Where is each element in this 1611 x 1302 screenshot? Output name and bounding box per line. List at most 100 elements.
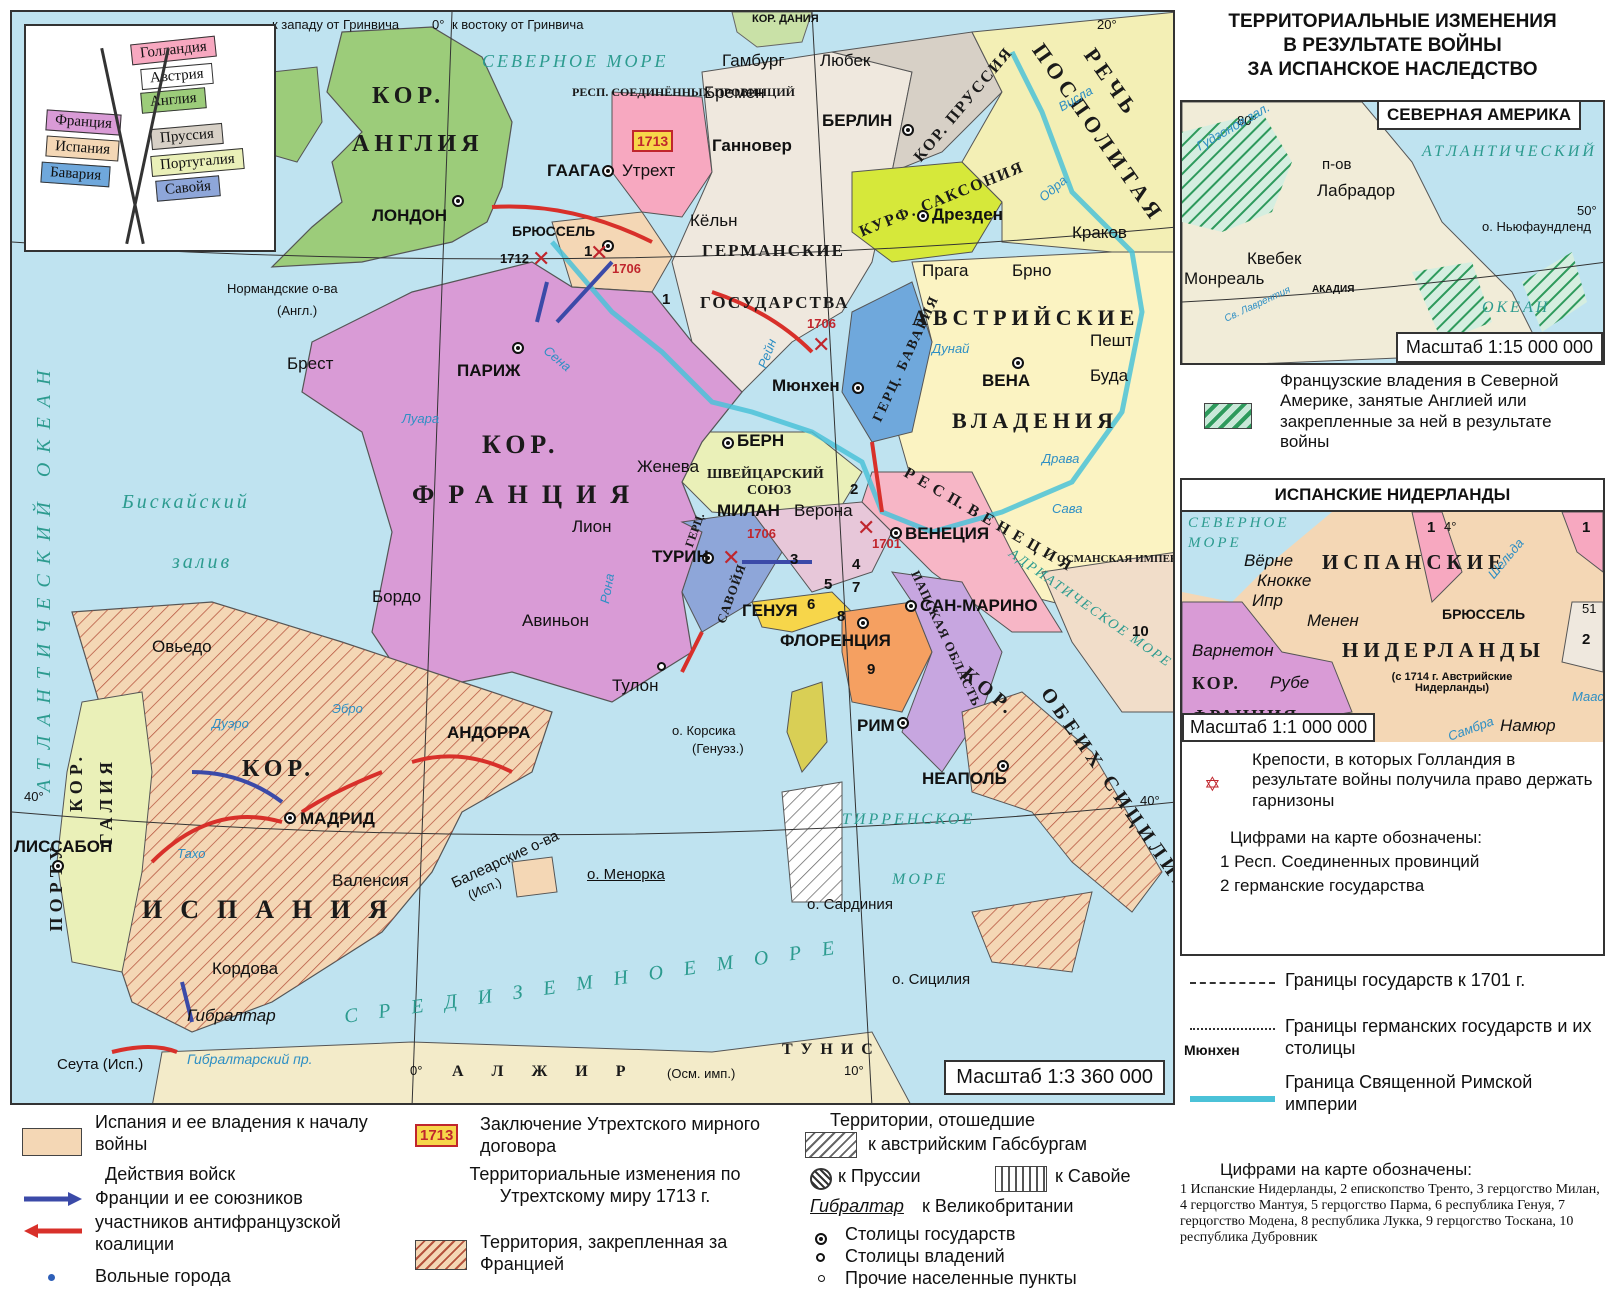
legend-savoy-swatch bbox=[995, 1166, 1047, 1192]
city-ceuta: Сеута (Исп.) bbox=[57, 1056, 144, 1073]
city-milan: МИЛАН bbox=[717, 501, 780, 520]
na-newfoundland: о. Ньюфаундленд bbox=[1482, 219, 1591, 234]
label-vladeniya: ВЛАДЕНИЯ bbox=[952, 408, 1119, 433]
line-legends: Границы государств к 1701 г. Границы гер… bbox=[1180, 960, 1605, 1114]
legend-france-territory: Территория, закрепленная за Францией bbox=[480, 1232, 728, 1274]
label-gosudarstva: ГОСУДАРСТВА bbox=[700, 293, 850, 312]
legend-gibraltar: Гибралтар bbox=[810, 1196, 904, 1216]
nl-num-1b: 1 bbox=[1582, 519, 1591, 536]
na-ocean: ОКЕАН bbox=[1482, 299, 1551, 316]
rome-marker bbox=[897, 717, 909, 729]
battle-icon-turin: ✕ bbox=[722, 545, 741, 570]
label-portugal-kor: КОР. bbox=[66, 752, 86, 812]
nl-north-sea-b: МОРЕ bbox=[1188, 535, 1242, 551]
city-toulon: Тулон bbox=[612, 676, 659, 695]
year-1706-turin: 1706 bbox=[747, 526, 776, 541]
label-east-greenwich: к востоку от Гринвича bbox=[452, 17, 584, 32]
nl-varneton: Варнетон bbox=[1192, 641, 1274, 660]
lisbon-marker bbox=[52, 860, 64, 872]
nl-menen: Менен bbox=[1307, 611, 1359, 630]
naples-hatch bbox=[962, 692, 1162, 912]
label-swiss: ШВЕЙЦАРСКИЙ bbox=[707, 467, 824, 482]
nl-digit-1: 1 Респ. Соединенных провинций bbox=[1220, 852, 1480, 871]
label-corsica-a: о. Корсика bbox=[672, 723, 736, 738]
river-sava: Сава bbox=[1052, 501, 1083, 516]
label-dutch: РЕСП. СОЕДИНЁННЫХ ПРОВИНЦИЙ bbox=[572, 85, 795, 99]
label-lon10: 10° bbox=[844, 1063, 864, 1078]
free-city-dot bbox=[48, 1274, 55, 1281]
label-zero-meridian: 0° bbox=[432, 17, 445, 32]
venice-land bbox=[861, 471, 1063, 633]
legend-spain-possessions: Испания и ее владения к началу войны bbox=[95, 1112, 368, 1154]
city-munchen: Мюнхен bbox=[772, 376, 840, 395]
nl-brussels: БРЮССЕЛЬ bbox=[1442, 606, 1526, 622]
region-num-2: 2 bbox=[850, 481, 859, 498]
label-denmark: КОР. ДАНИЯ bbox=[752, 13, 819, 25]
city-gaaga: ГААГА bbox=[547, 161, 601, 180]
year-1706-ramillies: 1706 bbox=[612, 261, 641, 276]
lon-line-0 bbox=[411, 12, 453, 1103]
legend-to-prussia: к Пруссии bbox=[838, 1166, 921, 1186]
north-america-inset[interactable]: СЕВЕРНАЯ АМЕРИКА 80° 50° Гудзонов зал. А… bbox=[1180, 100, 1605, 365]
ottoman-land bbox=[1041, 552, 1173, 713]
flag-portugal: Португалия bbox=[150, 147, 245, 178]
city-krakow: Краков bbox=[1072, 223, 1127, 242]
city-dresden: Дрезден bbox=[932, 205, 1003, 224]
flag-holland: Голландия bbox=[130, 35, 217, 66]
battle-icon-1701: ✕ bbox=[857, 515, 876, 540]
balearic-land bbox=[511, 856, 558, 898]
legend-to-britain: к Великобритании bbox=[922, 1196, 1074, 1216]
label-tyrrhenian-a: ТИРРЕНСКОЕ bbox=[842, 811, 976, 828]
region-num-1: 1 bbox=[584, 243, 593, 260]
nl-ipr: Ипр bbox=[1252, 591, 1283, 610]
florence-marker bbox=[857, 617, 869, 629]
legend-german-borders: Границы германских государств и их столи… bbox=[1285, 1016, 1592, 1058]
legend-coalition: участников антифранцузской коалиции bbox=[95, 1212, 341, 1254]
na-scale: Масштаб 1:15 000 000 bbox=[1395, 332, 1603, 363]
main-map[interactable]: к западу от Гринвича 0° к востоку от Гри… bbox=[10, 10, 1175, 1105]
label-normandy-b: (Англ.) bbox=[277, 303, 318, 318]
na-legend-row: Французские владения в Северной Америке,… bbox=[1180, 365, 1605, 475]
prussia-symbol-icon bbox=[810, 1168, 832, 1190]
river-tajo: Тахо bbox=[177, 846, 206, 861]
city-vienna: ВЕНА bbox=[982, 371, 1031, 390]
legend-troops-heading: Действия войск bbox=[105, 1164, 236, 1184]
legend-holding-capital-symbol bbox=[816, 1253, 825, 1262]
label-sicily: о. Сицилия bbox=[892, 971, 971, 988]
label-tyrrhenian-b: МОРЕ bbox=[892, 871, 949, 888]
brussels-marker bbox=[602, 240, 614, 252]
city-oviedo: Овьедо bbox=[152, 637, 212, 656]
gaaga-marker bbox=[602, 165, 614, 177]
label-algeria: А Л Ж И Р bbox=[452, 1063, 638, 1080]
legend-habsburg-swatch bbox=[805, 1132, 857, 1158]
label-corsica-b: (Генуэз.) bbox=[692, 741, 744, 756]
nl-num-1: 1 bbox=[1427, 519, 1436, 536]
spain-hatch bbox=[72, 602, 552, 1032]
naples-marker bbox=[997, 760, 1009, 772]
venice-marker bbox=[890, 527, 902, 539]
flag-bavaria: Бавария bbox=[40, 161, 111, 188]
city-paris: ПАРИЖ bbox=[457, 361, 521, 380]
region-num-7: 7 bbox=[852, 579, 861, 596]
sicily-hatch bbox=[972, 892, 1092, 972]
nl-map[interactable]: СЕВЕРНОЕ МОРЕ ИСПАНСКИЕ НИДЕРЛАНДЫ (с 17… bbox=[1182, 512, 1603, 742]
city-genoa: ГЕНУЯ bbox=[742, 601, 798, 620]
map-canvas bbox=[12, 12, 1173, 1103]
flag-prussia: Пруссия bbox=[150, 122, 224, 151]
flag-spain: Испания bbox=[45, 135, 120, 162]
label-england: АНГЛИЯ bbox=[352, 131, 484, 157]
label-atlantic: АТЛАНТИЧЕСКИЙ ОКЕАН bbox=[33, 360, 55, 792]
region-num-6: 6 bbox=[807, 596, 816, 613]
nl-maas: Маас bbox=[1572, 689, 1603, 704]
label-france: ФРАНЦИЯ bbox=[412, 480, 644, 509]
lon-line-10 bbox=[811, 12, 873, 1103]
city-naples: НЕАПОЛЬ bbox=[922, 769, 1007, 788]
berlin-marker bbox=[902, 124, 914, 136]
flag-england: Англия bbox=[140, 87, 207, 114]
legend-free-cities: Вольные города bbox=[95, 1266, 231, 1286]
turin-marker bbox=[702, 552, 714, 564]
legend-to-savoy: к Савойе bbox=[1055, 1166, 1131, 1186]
corsica-land bbox=[786, 681, 828, 773]
city-madrid: МАДРИД bbox=[300, 809, 375, 828]
legend-other-settlements: Прочие населенные пункты bbox=[845, 1268, 1077, 1288]
